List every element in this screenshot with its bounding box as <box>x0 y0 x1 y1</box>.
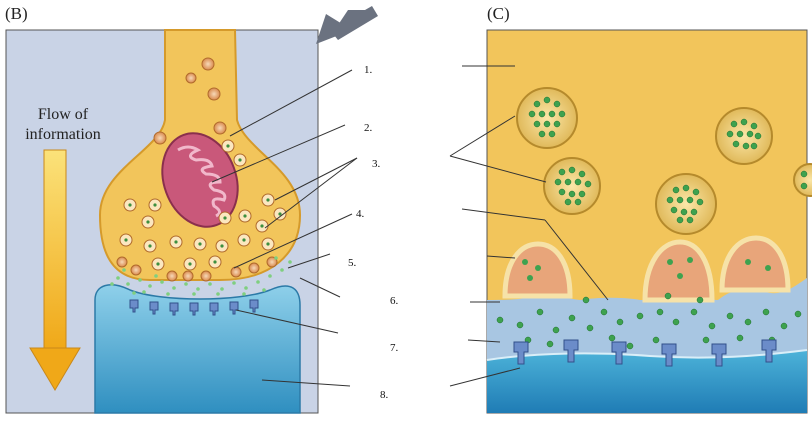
flow-label-line1: Flow of <box>37 106 89 123</box>
neurotransmitter-cloud <box>110 256 292 296</box>
released-transmitter <box>496 292 802 350</box>
flow-arrow <box>29 149 81 391</box>
label-number-2: 2. <box>364 122 373 134</box>
synaptic-vesicles-upper <box>153 57 227 145</box>
label-number-1: 1. <box>364 64 373 76</box>
leader-lines-left <box>211 69 358 387</box>
postsynaptic-dendrite <box>94 284 301 414</box>
panel-tag-c: (C) <box>487 4 510 23</box>
mitochondrion <box>161 132 239 228</box>
vesicle-transmitters <box>528 96 808 224</box>
filled-vesicles <box>119 139 287 271</box>
postsynaptic-cell-right <box>487 350 807 413</box>
pointer-arrow-icon <box>316 6 378 44</box>
panel-tag-b: (B) <box>5 4 28 23</box>
fusing-vesicle-transmitters <box>522 257 771 281</box>
flow-label: Flow of information <box>8 105 118 145</box>
label-number-7: 7. <box>390 342 399 354</box>
label-number-5: 5. <box>348 257 357 269</box>
docked-vesicles <box>116 256 278 282</box>
receptors-right <box>513 339 777 367</box>
label-number-3: 3. <box>372 158 381 170</box>
label-number-4: 4. <box>356 208 365 220</box>
large-vesicles <box>516 87 812 235</box>
label-number-6: 6. <box>390 295 399 307</box>
label-number-8: 8. <box>380 389 389 401</box>
leader-lines-right <box>449 65 609 387</box>
flow-label-line2: information <box>25 126 101 143</box>
receptors-left <box>129 299 259 316</box>
